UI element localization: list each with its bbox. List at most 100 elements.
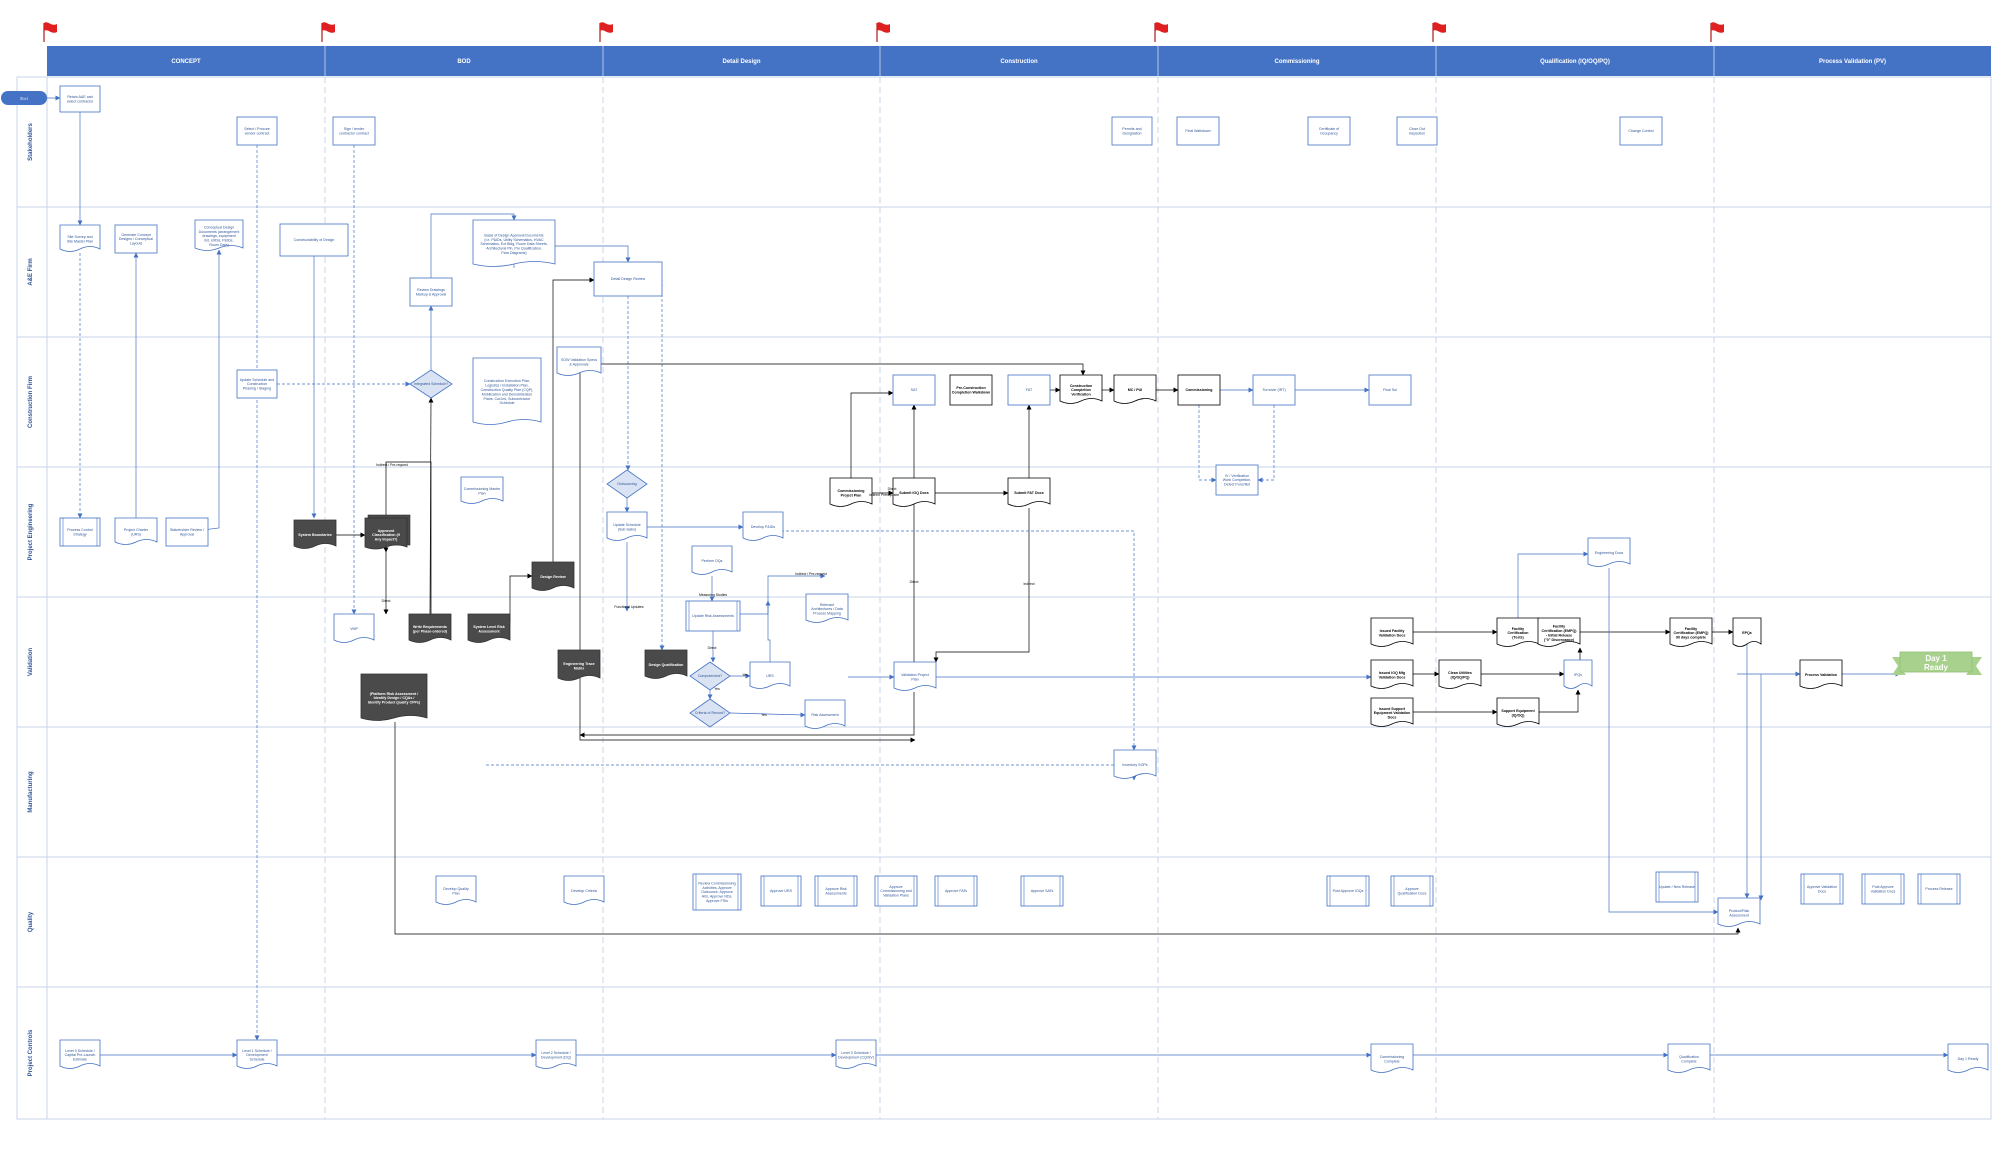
process-node[interactable]: Change Control	[1619, 116, 1663, 146]
process-node[interactable]: Design Qualification	[644, 649, 688, 679]
process-node[interactable]: Commissioning	[1177, 374, 1221, 406]
process-node[interactable]: Constructability of Design	[279, 223, 349, 257]
process-node[interactable]: SAT	[892, 374, 936, 406]
process-node[interactable]: Construction Execution Plan,Logistics / …	[472, 357, 542, 425]
process-node[interactable]: Update Risk Assessments	[685, 600, 741, 632]
process-node[interactable]: Support Equipment(IQ/OQ)	[1496, 697, 1540, 727]
node-label: (i.e. P&IDs, Utility Schematics, HVAC	[484, 238, 544, 242]
process-node[interactable]: VMP	[333, 613, 375, 643]
process-node[interactable]: Level 2 Schedule /Development (DQ)	[535, 1039, 577, 1069]
process-node[interactable]: Final Walkdown	[1176, 116, 1220, 146]
process-node[interactable]: Level 0 Schedule /Capital Pre-LaunchEsti…	[59, 1039, 101, 1069]
process-node[interactable]: Update Schedule(Sub-tasks)	[606, 511, 648, 541]
process-node[interactable]: Process Validation	[1799, 659, 1843, 689]
process-node[interactable]: Level 3 Schedule /Development (CQ/SV)	[835, 1039, 877, 1069]
process-node[interactable]: Develop Criteria	[563, 875, 605, 905]
process-node[interactable]: System Boundaries	[293, 519, 337, 549]
process-node[interactable]: (Platform Risk Assessment /Identify Desi…	[360, 673, 428, 721]
process-node[interactable]: Detail Design Review	[593, 261, 663, 297]
process-node[interactable]: Criteria of Record?	[689, 698, 731, 728]
process-node[interactable]: Submit IOQ Docs	[892, 477, 936, 507]
process-node[interactable]: Integrated Schedule?	[409, 369, 453, 399]
process-node[interactable]: Turnover (IRT)	[1252, 374, 1296, 406]
process-node[interactable]: URS	[749, 661, 791, 689]
process-node[interactable]: Post Approve IOQs	[1326, 875, 1370, 907]
process-node[interactable]: Approve SATs	[1020, 875, 1064, 907]
node-label: Update Schedule and	[240, 378, 275, 382]
node-label: Phasing / Staging	[243, 387, 271, 391]
process-node[interactable]: Final Sol	[1368, 374, 1412, 406]
process-node[interactable]: Approve URS	[760, 875, 802, 907]
process-node[interactable]: Inventory SOPs	[1113, 749, 1157, 779]
process-node[interactable]: Write Requirements(per Phase-ordered)	[408, 613, 452, 643]
process-node[interactable]: FAT	[1007, 374, 1051, 406]
process-node[interactable]: Develop P&IDs	[742, 511, 784, 541]
process-node[interactable]: Outsourcing	[606, 469, 648, 499]
process-node[interactable]: Day 1 Ready	[1947, 1043, 1989, 1073]
node-label: Site Master Plan	[67, 239, 93, 243]
process-node[interactable]: Risk Assessment	[804, 699, 846, 729]
process-node[interactable]: EPQs	[1732, 617, 1762, 647]
process-node[interactable]: Stakeholder Review /Approval	[165, 517, 209, 547]
process-node[interactable]: IPQs	[1563, 659, 1593, 689]
process-node[interactable]: Project Charter(URS)	[114, 517, 158, 545]
process-node[interactable]: Submit FAT Docs	[1007, 477, 1051, 507]
process-node[interactable]: Engineering Docs	[1587, 537, 1631, 567]
process-node[interactable]: SOW Validation Specs& Approvals	[556, 346, 602, 376]
process-node[interactable]: Design Review	[531, 561, 575, 591]
process-node[interactable]: Computerized?	[689, 661, 731, 691]
process-node[interactable]: Clean Utilities(IQ/OQ/PQ)	[1438, 659, 1482, 689]
node-label: (IQ/OQ)	[1512, 713, 1526, 717]
process-node[interactable]: Process Release	[1917, 873, 1961, 905]
node-label: Process Control	[67, 528, 93, 532]
process-node[interactable]: MC / PUI	[1113, 374, 1157, 404]
process-node[interactable]: Update / New Release	[1655, 871, 1699, 903]
process-node[interactable]: Perform DQs	[691, 545, 733, 575]
process-node[interactable]: Basis of Design Approval Documents(i.e. …	[472, 219, 556, 267]
ribbon-line2: Ready	[1924, 663, 1949, 672]
node-label: Assessment	[1729, 913, 1749, 917]
process-node[interactable]: Approve FATs	[934, 875, 978, 907]
